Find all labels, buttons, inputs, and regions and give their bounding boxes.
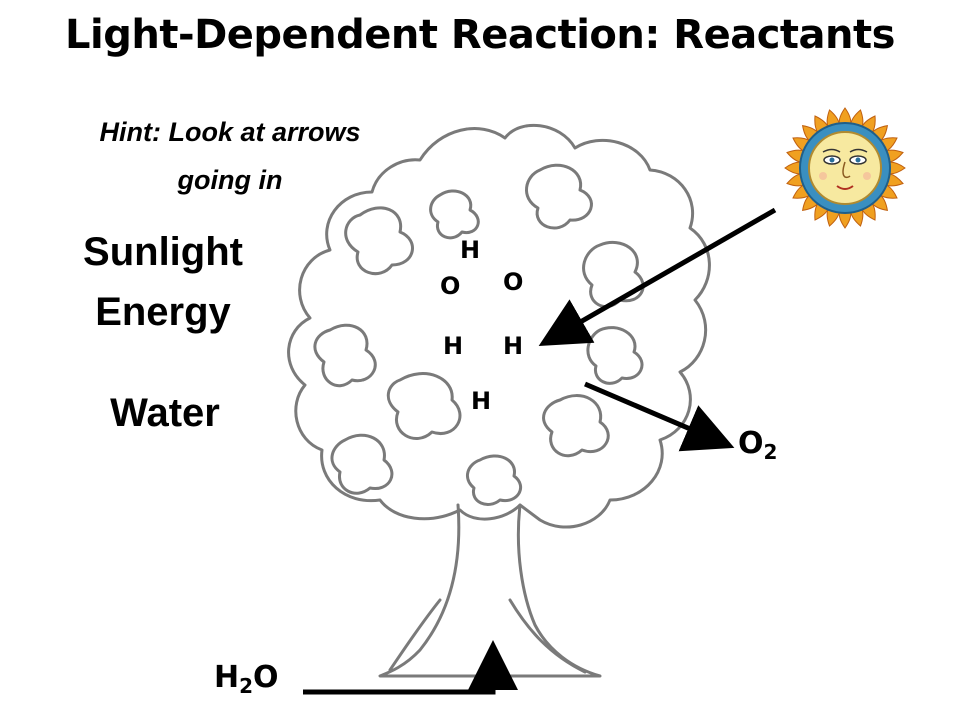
atom-h-top: H [460, 236, 481, 264]
water-subscript: 2 [239, 674, 254, 698]
atom-h-mid-right: H [503, 332, 524, 360]
sun-ray [871, 124, 889, 142]
oxygen-formula: O2 [738, 426, 777, 464]
hint-text: Hint: Look at arrows going in [40, 108, 420, 204]
sunlight-label-line-2: Energy [95, 290, 231, 334]
water-label: Water [110, 391, 220, 435]
hint-line-1: Hint: Look at arrows [99, 117, 361, 147]
slide-title: Light-Dependent Reaction: Reactants [65, 12, 895, 58]
water-formula: H2O [214, 660, 279, 698]
sun-ray [838, 211, 852, 229]
sunlight-energy-label: Sunlight Energy [58, 222, 268, 342]
water-symbol-h: H [214, 660, 240, 695]
sun-ray [801, 124, 819, 142]
water-arrow [303, 640, 518, 695]
sun-face-icon [784, 107, 906, 229]
water-symbol-o: O [253, 660, 279, 695]
oxygen-arrow [584, 381, 735, 452]
sun-ray [888, 161, 906, 175]
sun-ray [838, 107, 852, 125]
sun-ray [784, 161, 802, 175]
hint-line-2: going in [177, 165, 283, 195]
oxygen-subscript: 2 [763, 440, 778, 464]
atom-h-mid-left: H [443, 332, 464, 360]
sunlight-label-line-1: Sunlight [83, 230, 243, 274]
atom-h-bottom: H [471, 387, 492, 415]
sun-ray [801, 194, 819, 212]
sunlight-arrow [538, 207, 777, 346]
oxygen-symbol: O [738, 426, 764, 461]
atom-o-right: O [503, 268, 524, 296]
tree-outline-icon [287, 123, 711, 678]
atom-o-left: O [440, 272, 461, 300]
sun-ray [871, 194, 889, 212]
